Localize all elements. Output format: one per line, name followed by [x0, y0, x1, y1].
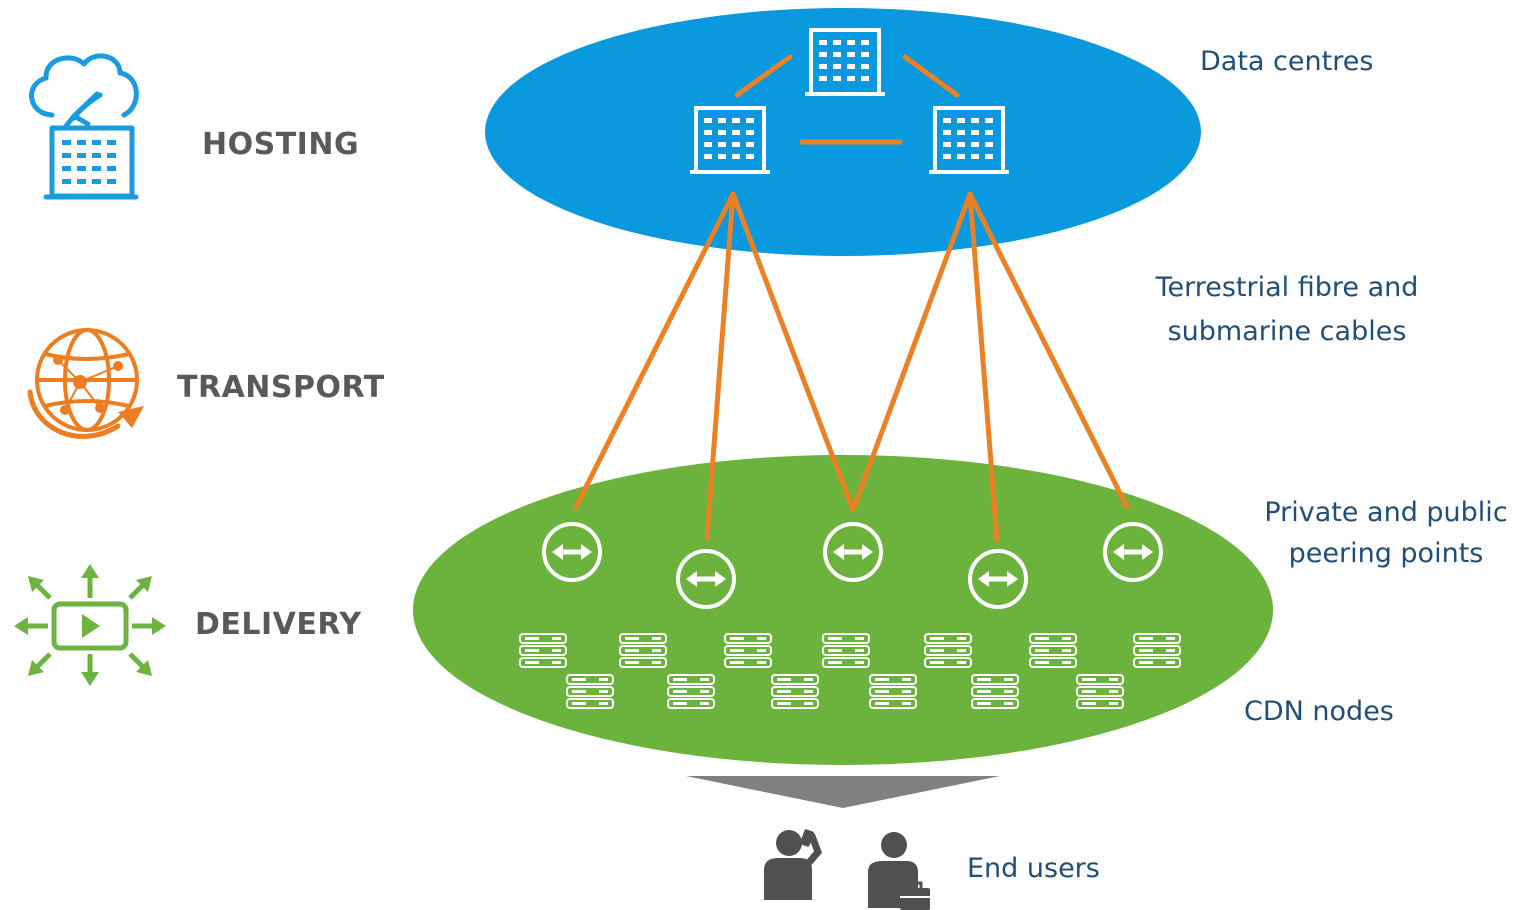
delivery-label: DELIVERY — [195, 607, 362, 642]
data-centres-ellipse — [485, 8, 1201, 256]
user-briefcase-icon — [868, 832, 930, 910]
data-centre-links — [734, 54, 960, 145]
delivery-icon — [14, 564, 166, 686]
peering-label-line2: peering points — [1289, 538, 1484, 569]
hosting-label: HOSTING — [202, 127, 359, 162]
cables-label-line1: Terrestrial fibre and — [1155, 272, 1419, 303]
funnel-arrow — [686, 776, 1000, 808]
data-centres-label: Data centres — [1200, 46, 1373, 77]
end-users-label: End users — [967, 853, 1100, 884]
peering-label-line1: Private and public — [1264, 497, 1507, 528]
cdn-nodes-label: CDN nodes — [1244, 696, 1394, 727]
hosting-icon — [29, 53, 139, 200]
transport-icon — [27, 328, 144, 439]
cdn-ellipse — [413, 455, 1273, 765]
cables-label-line2: submarine cables — [1168, 316, 1407, 347]
user-phone-icon — [764, 829, 823, 900]
transport-label: TRANSPORT — [177, 370, 385, 405]
transport-cables — [573, 191, 1130, 543]
